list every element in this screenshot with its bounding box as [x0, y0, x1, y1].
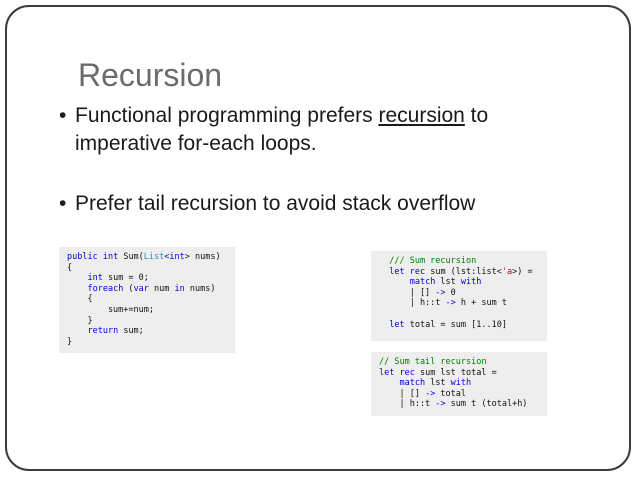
code-line: sum+=num;: [67, 304, 154, 315]
code-token: total: [435, 388, 467, 399]
code-line: match lst with: [379, 378, 539, 389]
code-token: lst: [435, 277, 461, 288]
code-token: total = sum [1..10]: [404, 319, 507, 330]
code-token: List: [143, 252, 165, 262]
code-token: ->: [445, 298, 456, 309]
code-token: [379, 267, 389, 277]
code-token: [67, 273, 87, 283]
code-token: let: [379, 367, 395, 378]
code-line: [379, 309, 539, 320]
code-token: rec: [399, 367, 415, 378]
fsharp-sum-recursion-block: /// Sum recursion let rec sum (lst:list<…: [371, 251, 547, 341]
code-token: <: [164, 252, 170, 262]
bullet-text-before: Functional programming prefers: [75, 104, 379, 127]
code-token: (: [123, 283, 134, 294]
code-token: with: [450, 378, 472, 389]
code-token: let: [389, 319, 405, 330]
code-token: >) =: [512, 266, 533, 277]
code-token: sum;: [118, 326, 144, 337]
code-token: | h::t: [379, 298, 446, 309]
code-token: rec: [409, 266, 426, 277]
code-token: [379, 277, 410, 287]
code-line: | [] -> total: [379, 389, 539, 400]
bullet-text-after: to: [464, 104, 489, 127]
slide-title: Recursion: [78, 57, 223, 93]
code-line: return sum;: [67, 326, 227, 337]
csharp-code-block: public int Sum(List<int> nums){ int sum …: [59, 247, 235, 353]
code-token: match: [409, 277, 436, 288]
code-token: nums): [184, 283, 216, 294]
code-token: 'a: [501, 266, 513, 277]
code-token: sum t (total+h): [445, 399, 528, 410]
code-line: let rec sum (lst:list<'a>) =: [379, 267, 539, 278]
code-line: | h::t -> sum t (total+h): [379, 399, 539, 410]
code-line: foreach (var num in nums): [67, 284, 227, 295]
code-comment: // Sum tail recursion: [379, 357, 487, 367]
code-token: num: [148, 283, 175, 294]
code-token: int: [169, 252, 185, 262]
code-token: let: [389, 266, 405, 277]
code-line: public int Sum(List<int> nums): [67, 252, 227, 263]
bullet-tail-recursion: • Prefer tail recursion to avoid stack ov…: [59, 190, 599, 218]
code-token: int: [87, 273, 103, 284]
bullet-marker: •: [59, 192, 67, 215]
code-line: | [] -> 0: [379, 288, 539, 299]
bullet-marker: •: [59, 104, 67, 127]
code-token: var: [133, 283, 149, 294]
code-token: ->: [435, 399, 446, 410]
code-line: {: [67, 294, 93, 305]
code-token: | []: [379, 287, 436, 298]
code-token: ->: [435, 287, 446, 298]
code-token: [67, 326, 87, 336]
code-token: int: [102, 252, 119, 262]
code-line: | h::t -> h + sum t: [379, 298, 539, 309]
code-token: sum = 0;: [102, 273, 149, 284]
code-token: match: [399, 378, 426, 389]
code-token: lst: [425, 378, 451, 389]
code-token: foreach: [87, 283, 124, 294]
code-line: let total = sum [1..10]: [379, 320, 539, 331]
code-token: > nums): [184, 252, 221, 262]
code-line: }: [67, 336, 73, 347]
code-token: public: [67, 252, 98, 262]
code-line: {: [67, 262, 73, 273]
code-token: in: [174, 283, 185, 294]
code-token: [379, 378, 399, 388]
slide-frame: Recursion • Functional programming prefer…: [5, 5, 631, 471]
code-token: | []: [379, 388, 426, 399]
code-comment: /// Sum recursion: [379, 256, 477, 266]
code-token: | h::t: [379, 399, 436, 410]
code-token: with: [460, 277, 482, 288]
code-token: sum (lst:list<: [425, 266, 502, 277]
code-token: return: [87, 326, 119, 337]
code-line: int sum = 0;: [67, 273, 227, 284]
code-token: Sum(: [118, 252, 144, 262]
code-token: [379, 320, 389, 330]
code-line: }: [67, 315, 93, 326]
code-token: h + sum t: [455, 298, 507, 309]
bullet-recursion: • Functional programming prefers recursio…: [59, 102, 599, 158]
code-token: ->: [425, 388, 436, 399]
code-token: [67, 284, 87, 294]
bullet-text: Prefer tail recursion to avoid stack ove…: [75, 192, 476, 215]
underlined-term: recursion: [378, 104, 465, 127]
code-line: match lst with: [379, 277, 539, 288]
code-token: 0: [445, 287, 456, 298]
bullet-text-line2: imperative for-each loops.: [75, 132, 317, 155]
code-line: let rec sum lst total =: [379, 368, 539, 379]
code-token: sum lst total =: [414, 367, 497, 378]
